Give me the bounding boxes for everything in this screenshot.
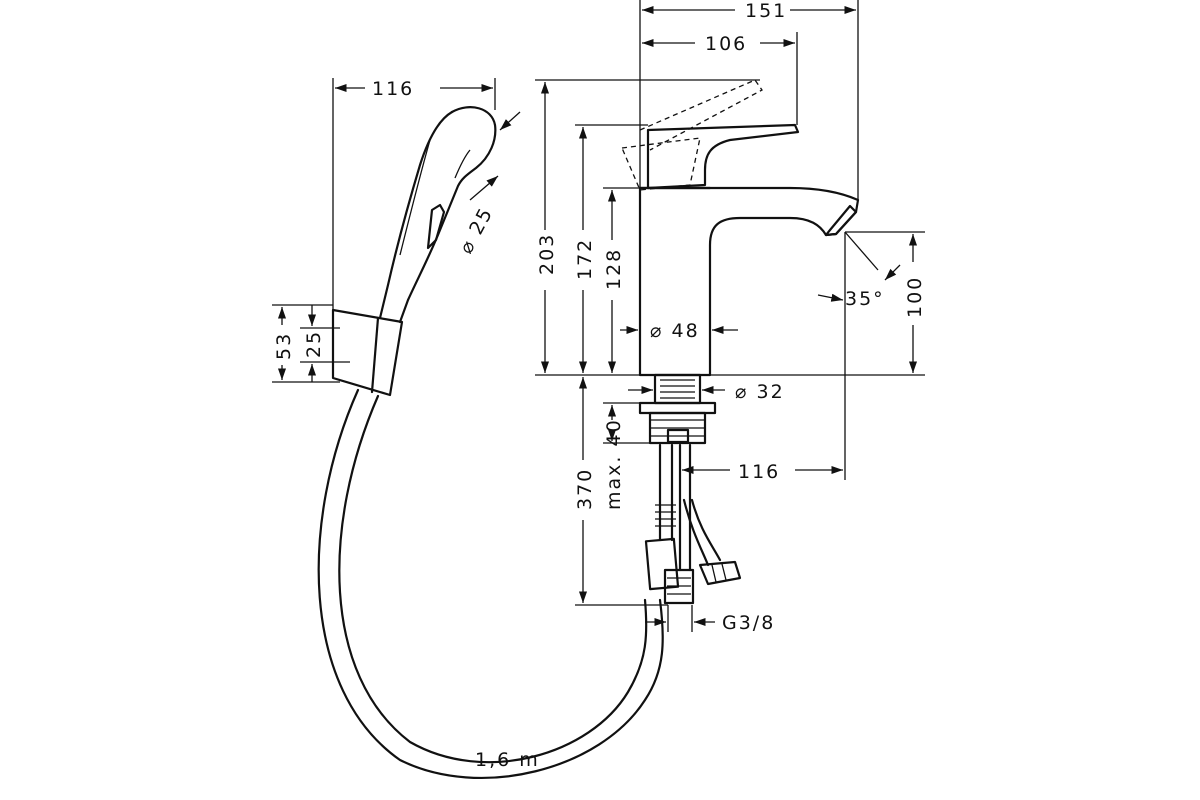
dimension-labels: 151 106 116 ⌀ 25 203 172 128 ⌀ 48 ⌀ 32 3… xyxy=(273,0,926,771)
dim-116-reach: 116 xyxy=(738,461,780,483)
dimension-lines xyxy=(272,0,925,632)
hose-length-label: 1,6 m xyxy=(475,749,540,771)
dim-thread-g38: G3/8 xyxy=(722,612,775,634)
dim-106: 106 xyxy=(705,33,747,55)
dim-172: 172 xyxy=(574,238,596,280)
dim-diameter-32: ⌀ 32 xyxy=(735,381,785,403)
shower-holder xyxy=(331,308,404,397)
shower-hose xyxy=(317,388,664,779)
dim-100: 100 xyxy=(904,276,926,318)
dim-diameter-48: ⌀ 48 xyxy=(650,320,700,342)
mixer-body xyxy=(621,79,860,377)
mixer-connection xyxy=(638,373,742,605)
dim-25-holder: 25 xyxy=(303,330,325,358)
dim-53: 53 xyxy=(273,332,295,360)
dim-203: 203 xyxy=(536,233,558,275)
dim-diameter-25: ⌀ 25 xyxy=(455,203,498,257)
hand-shower xyxy=(378,106,497,324)
dim-max-40: max. 40 xyxy=(603,418,625,510)
dim-116-handshower: 116 xyxy=(372,78,414,100)
dim-angle-35: 35° xyxy=(845,288,885,310)
dim-128: 128 xyxy=(603,248,625,290)
dim-370: 370 xyxy=(574,468,596,510)
dim-151: 151 xyxy=(745,0,787,22)
